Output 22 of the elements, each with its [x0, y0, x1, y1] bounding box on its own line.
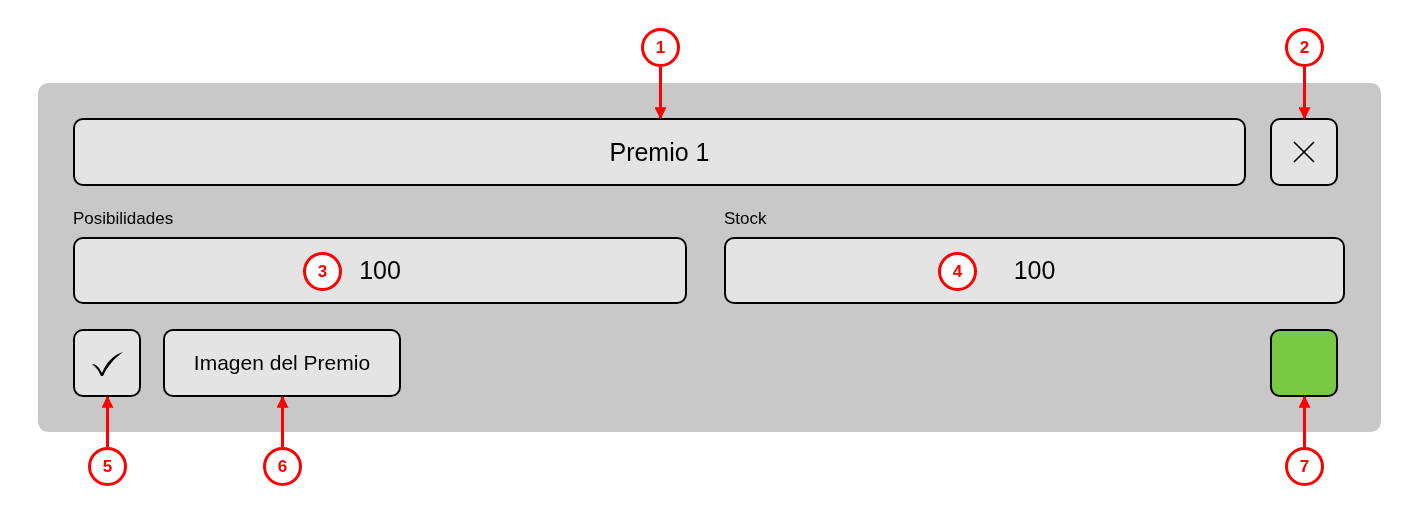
- arrow: [276, 395, 289, 447]
- callout-number: 5: [88, 447, 127, 486]
- callout-number: 1: [641, 28, 680, 67]
- callout-number: 7: [1285, 447, 1324, 486]
- checkbox: [73, 329, 141, 397]
- field-label: Posibilidades: [73, 209, 174, 229]
- arrow: [1298, 67, 1311, 120]
- arrow: [101, 395, 114, 447]
- color-swatch-button: [1270, 329, 1338, 397]
- card-background: [38, 83, 1381, 432]
- close-button: [1270, 118, 1338, 186]
- arrow: [654, 67, 667, 120]
- field-value: 100: [359, 256, 401, 285]
- callout-number: 2: [1285, 28, 1324, 67]
- field-value: 100: [1013, 256, 1056, 285]
- field-label: Stock: [724, 209, 767, 229]
- image-button: Imagen del Premio: [163, 329, 401, 397]
- callout-number: 4: [938, 252, 977, 291]
- input-field: Premio 1: [73, 118, 1246, 186]
- callout-number: 6: [263, 447, 302, 486]
- arrow: [1298, 395, 1311, 447]
- callout-number: 3: [303, 252, 342, 291]
